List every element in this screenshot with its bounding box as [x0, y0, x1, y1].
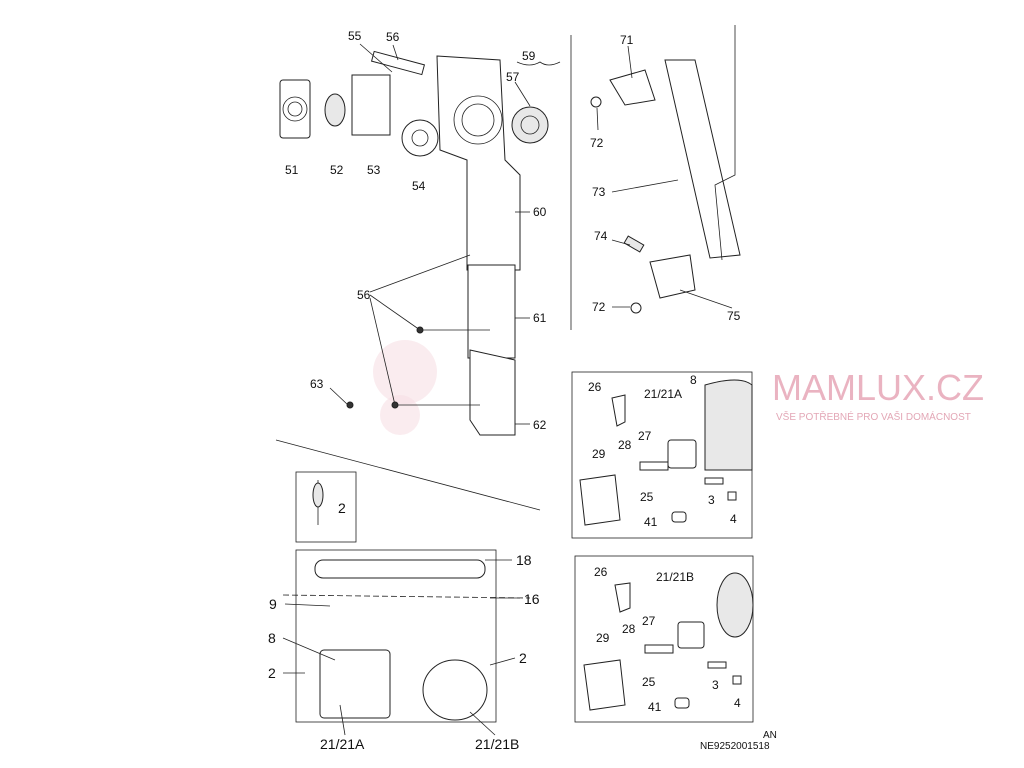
- callout-55: 55: [348, 29, 362, 43]
- callout-8-b: 8: [268, 630, 276, 646]
- callout-72: 72: [590, 136, 604, 150]
- evaporator-assembly: [590, 25, 741, 314]
- callout-27: 27: [638, 429, 652, 443]
- callout-52: 52: [330, 163, 344, 177]
- compressor-box-21-21b: [574, 555, 754, 723]
- callout-29-b: 29: [596, 631, 610, 645]
- callout-18: 18: [516, 552, 532, 568]
- callout-4: 4: [730, 512, 737, 526]
- leader-lines: [329, 43, 531, 425]
- callout-57: 57: [506, 70, 520, 84]
- compressor-box-21-21a: [571, 371, 753, 539]
- callout-75: 75: [727, 309, 741, 323]
- callout-25-b: 25: [642, 675, 656, 689]
- diagram-code: NE9252001518: [700, 741, 770, 752]
- callout-25: 25: [640, 490, 654, 504]
- callout-41: 41: [644, 515, 658, 529]
- callout-2-right: 2: [519, 650, 527, 666]
- callout-71: 71: [620, 33, 634, 47]
- callout-3-b: 3: [712, 678, 719, 692]
- fan-assembly: [279, 50, 561, 436]
- callout-21-21a: 21/21A: [644, 387, 682, 401]
- callout-16: 16: [524, 591, 540, 607]
- callout-9: 9: [269, 596, 277, 612]
- callout-8: 8: [690, 373, 697, 387]
- callout-21-21b: 21/21B: [656, 570, 694, 584]
- callout-21-21a-b: 21/21A: [320, 736, 365, 752]
- callout-28: 28: [618, 438, 632, 452]
- detail-inset: [295, 471, 357, 543]
- watermark: MAMLUX.CZ VŠE POTŘEBNÉ PRO VAŠI DOMÁCNOS…: [772, 367, 984, 423]
- watermark-brand: MAMLUX.CZ: [772, 367, 984, 408]
- callout-56-b: 56: [357, 288, 371, 302]
- callout-28-b: 28: [622, 622, 636, 636]
- watermark-figure: [373, 340, 437, 435]
- callout-73: 73: [592, 185, 606, 199]
- callout-72-b: 72: [592, 300, 606, 314]
- callout-26: 26: [588, 380, 602, 394]
- callout-53: 53: [367, 163, 381, 177]
- callout-26-b: 26: [594, 565, 608, 579]
- callout-27-b: 27: [642, 614, 656, 628]
- callout-29: 29: [592, 447, 606, 461]
- callout-21-21b-b: 21/21B: [475, 736, 519, 752]
- callout-labels: 55 56 59 57 51 52 53 54 60 56 61 63 62 7…: [268, 29, 741, 752]
- watermark-tagline: VŠE POTŘEBNÉ PRO VAŠI DOMÁCNOST: [776, 410, 971, 423]
- callout-51: 51: [285, 163, 299, 177]
- callout-63: 63: [310, 377, 324, 391]
- revision-code: AN: [763, 730, 777, 741]
- callout-2-inset: 2: [338, 500, 346, 516]
- callout-54: 54: [412, 179, 426, 193]
- callout-60: 60: [533, 205, 547, 219]
- divider-diagonal: [275, 439, 541, 511]
- callout-2-left: 2: [268, 665, 276, 681]
- callout-56: 56: [386, 30, 400, 44]
- callout-74: 74: [594, 229, 608, 243]
- callout-3: 3: [708, 493, 715, 507]
- callout-41-b: 41: [648, 700, 662, 714]
- cabinet-assembly: [282, 471, 531, 736]
- callout-4-b: 4: [734, 696, 741, 710]
- callout-61: 61: [533, 311, 547, 325]
- callout-59: 59: [522, 49, 536, 63]
- callout-62: 62: [533, 418, 547, 432]
